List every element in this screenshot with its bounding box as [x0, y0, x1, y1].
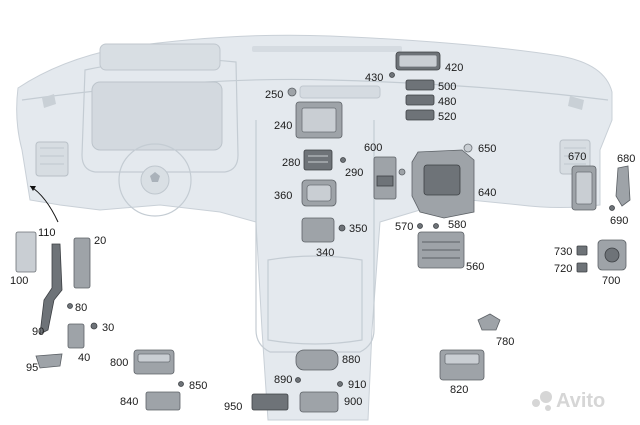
label-680: 680	[617, 153, 635, 165]
label-600: 600	[364, 142, 382, 154]
label-520: 520	[438, 111, 456, 123]
parts	[15, 51, 631, 413]
part-480	[405, 94, 435, 106]
part-290	[340, 157, 346, 163]
label-480: 480	[438, 96, 456, 108]
part-430	[389, 72, 395, 78]
label-890: 890	[274, 374, 292, 386]
watermark-logo-icon	[540, 391, 552, 403]
label-95: 95	[26, 362, 38, 374]
label-280: 280	[282, 157, 300, 169]
label-570: 570	[395, 221, 413, 233]
label-30: 30	[102, 322, 114, 334]
part-340	[301, 217, 335, 243]
label-670: 670	[568, 151, 586, 163]
label-880: 880	[342, 354, 360, 366]
part-910	[337, 381, 343, 387]
part-580	[433, 223, 439, 229]
label-360: 360	[274, 190, 292, 202]
part-280	[303, 149, 333, 171]
left-vent	[35, 141, 69, 177]
label-580: 580	[448, 219, 466, 231]
label-500: 500	[438, 81, 456, 93]
part-840	[145, 391, 181, 411]
part-250	[287, 87, 297, 97]
label-560: 560	[466, 261, 484, 273]
part-900	[299, 391, 339, 413]
label-80: 80	[75, 302, 87, 314]
star-emblem	[150, 172, 160, 182]
part-500	[405, 79, 435, 91]
part-90	[39, 243, 63, 335]
label-420: 420	[445, 62, 463, 74]
part-680	[615, 165, 631, 207]
watermark-brand: Avito	[556, 390, 605, 412]
label-900: 900	[344, 396, 362, 408]
label-250: 250	[265, 89, 283, 101]
label-720: 720	[554, 263, 572, 275]
part-labels: 420 430 500 480 520 250 240 600 650 280 …	[10, 62, 635, 413]
label-290: 290	[345, 167, 363, 179]
label-700: 700	[602, 275, 620, 287]
part-20	[73, 237, 91, 289]
label-340: 340	[316, 247, 334, 259]
label-840: 840	[120, 396, 138, 408]
label-910: 910	[348, 379, 366, 391]
part-95	[35, 353, 63, 369]
part-690	[609, 205, 615, 211]
part-40	[67, 323, 85, 349]
part-100	[15, 231, 37, 273]
label-90: 90	[32, 326, 44, 338]
label-40: 40	[78, 352, 90, 364]
label-20: 20	[94, 235, 106, 247]
steering-wheel	[118, 143, 192, 217]
part-570	[417, 223, 423, 229]
label-350: 350	[349, 223, 367, 235]
part-720	[576, 262, 588, 273]
part-650	[463, 143, 473, 153]
label-100: 100	[10, 275, 28, 287]
label-950: 950	[224, 401, 242, 413]
part-780	[477, 313, 501, 331]
label-850: 850	[189, 380, 207, 392]
label-800: 800	[110, 357, 128, 369]
part-850	[178, 381, 184, 387]
label-240: 240	[274, 120, 292, 132]
part-80	[67, 303, 73, 309]
label-780: 780	[496, 336, 514, 348]
part-730	[576, 245, 588, 256]
label-820: 820	[450, 384, 468, 396]
part-950	[251, 393, 289, 411]
instrument-screen	[91, 81, 223, 151]
part-890	[295, 377, 301, 383]
label-730: 730	[554, 246, 572, 258]
label-430: 430	[365, 72, 383, 84]
label-650: 650	[478, 143, 496, 155]
part-350	[338, 224, 346, 232]
label-690: 690	[610, 215, 628, 227]
part-520	[405, 109, 435, 121]
part-880	[295, 349, 339, 371]
label-640: 640	[478, 187, 496, 199]
label-110: 110	[38, 227, 56, 239]
part-30	[90, 322, 98, 330]
avito-watermark: Avito	[532, 390, 605, 412]
